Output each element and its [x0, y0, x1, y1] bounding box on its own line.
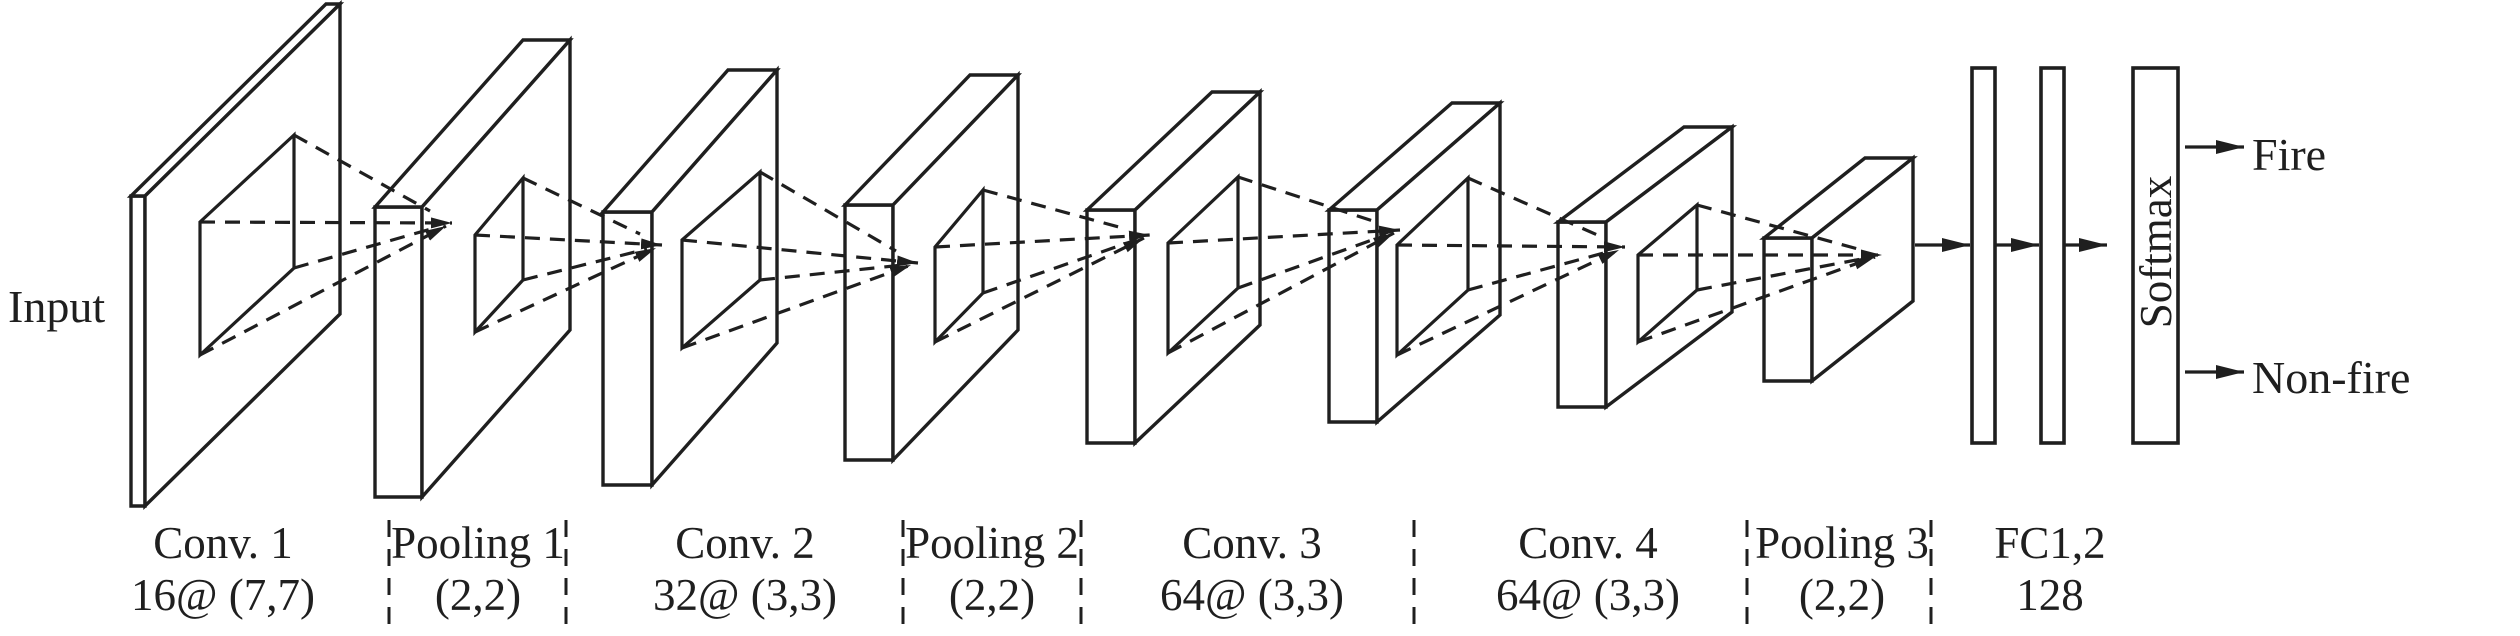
layer-name-conv1: Conv. 1 — [153, 518, 293, 568]
layer-box-input — [126, 0, 345, 511]
layer-spec-pool1: (2,2) — [435, 570, 521, 620]
projection-lines-7 — [1637, 203, 1882, 344]
fc1-bar — [1970, 66, 1997, 445]
projection-lines-4 — [934, 188, 1151, 344]
non-fire-output-label: Non-fire — [2252, 352, 2410, 403]
layer-name-pool3: Pooling 3 — [1755, 518, 1929, 568]
input-label: Input — [8, 281, 105, 332]
layer-box-conv1 — [371, 35, 574, 502]
layer-spec-conv4: 64@ (3,3) — [1496, 570, 1680, 620]
layer-name-conv4: Conv. 4 — [1518, 518, 1658, 568]
layer-spec-conv2: 32@ (3,3) — [653, 570, 837, 620]
layer-name-pool1: Pooling 1 — [391, 518, 565, 568]
softmax-bar — [2131, 66, 2180, 445]
softmax-label: Softmax — [2131, 176, 2181, 329]
layer-spec-conv3: 64@ (3,3) — [1160, 570, 1344, 620]
layer-spec-fc: 128 — [2016, 570, 2084, 620]
layer-box-pool1 — [599, 65, 781, 490]
projection-lines-5 — [1167, 175, 1401, 355]
projection-lines-3 — [681, 170, 919, 350]
layer-name-conv3: Conv. 3 — [1182, 518, 1322, 568]
layer-box-pool2 — [1082, 88, 1265, 447]
layer-spec-pool3: (2,2) — [1799, 570, 1885, 620]
layer-spec-conv1: 16@ (7,7) — [131, 570, 315, 620]
layer-name-conv2: Conv. 2 — [675, 518, 815, 568]
layer-box-conv3 — [1324, 99, 1505, 426]
projection-lines-1 — [199, 133, 453, 357]
layer-name-fc: FC1,2 — [1994, 518, 2105, 568]
fire-output-label: Fire — [2252, 129, 2326, 180]
layer-box-conv2 — [841, 70, 1022, 465]
layer-name-pool2: Pooling 2 — [905, 518, 1079, 568]
fc2-bar — [2039, 66, 2066, 445]
label-separators — [387, 520, 1933, 630]
projection-lines-2 — [474, 176, 663, 334]
projection-lines-6 — [1396, 176, 1626, 357]
layer-spec-pool2: (2,2) — [949, 570, 1035, 620]
